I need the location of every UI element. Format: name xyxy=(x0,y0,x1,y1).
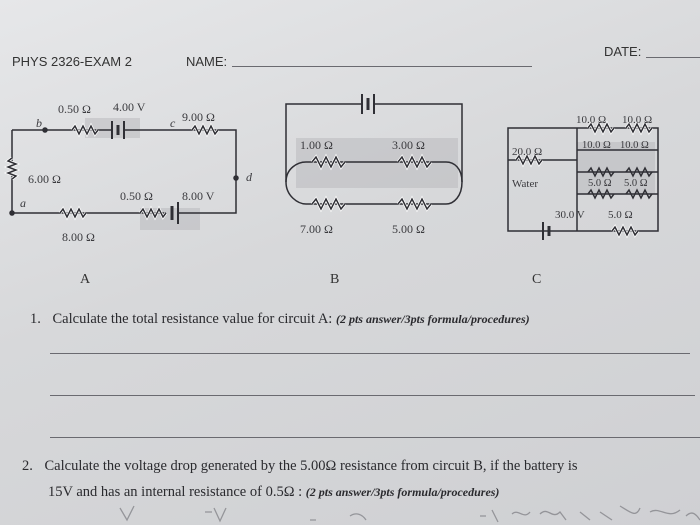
circuitA-node-b: b xyxy=(36,116,42,130)
circuitC-r-left-label: 20.0 Ω xyxy=(512,146,543,158)
circuitB-r4-label: 5.00 Ω xyxy=(392,222,425,236)
circuitB-letter: B xyxy=(330,272,340,287)
circuitC-r-mid1-label: 10.0 Ω xyxy=(582,140,611,151)
answer-line-1 xyxy=(50,353,690,354)
circuitC-r-top1-label: 10.0 Ω xyxy=(576,114,607,126)
circuitB-wires xyxy=(285,94,463,213)
name-label: NAME: xyxy=(186,54,228,69)
date-line xyxy=(646,57,700,58)
course-title: PHYS 2326-EXAM 2 xyxy=(12,54,132,69)
circuitA-node-c: c xyxy=(170,116,176,130)
circuitA-r-top-right-label: 9.00 Ω xyxy=(182,110,215,124)
circuitA-r-bottom-left-label: 8.00 Ω xyxy=(62,230,95,244)
circuitC-r-mid2-label: 10.0 Ω xyxy=(620,140,649,151)
circuitC-r-bottom-label: 5.0 Ω xyxy=(608,209,633,221)
answer-line-2 xyxy=(50,395,695,396)
circuitA-wires xyxy=(3,122,237,221)
circuitA-r-top-left-label: 0.50 Ω xyxy=(58,102,91,116)
circuitC-letter: C xyxy=(532,272,542,287)
circuitC-r-low2-label: 5.0 Ω xyxy=(624,178,648,189)
circuitA-v-top-label: 4.00 V xyxy=(113,100,146,114)
circuitC-water-label: Water xyxy=(512,178,538,190)
answer-line-3 xyxy=(50,437,700,438)
circuitC-r-top2-label: 10.0 Ω xyxy=(622,114,653,126)
question-1-points: (2 pts answer/3pts formula/procedures) xyxy=(335,312,530,326)
date-label: DATE: xyxy=(604,44,642,59)
circuitB-r2-label: 3.00 Ω xyxy=(392,138,425,152)
question-1: 1. Calculate the total resistance value … xyxy=(30,311,530,328)
circuitB-r1-label: 1.00 Ω xyxy=(300,138,333,152)
circuitC-r-low1-label: 5.0 Ω xyxy=(588,178,612,189)
question-2-text-line-2: 15V and has an internal resistance of 0.… xyxy=(48,484,303,500)
circuitA-letter: A xyxy=(80,272,91,287)
circuitB-r3-label: 7.00 Ω xyxy=(300,222,333,236)
circuitC-wires xyxy=(507,120,659,240)
question-2-line-1: 2. Calculate the voltage drop generated … xyxy=(22,458,578,475)
question-1-text: Calculate the total resistance value for… xyxy=(52,311,333,327)
circuitA-v-bottom-label: 8.00 V xyxy=(182,189,215,203)
question-2-number: 2. xyxy=(22,458,33,474)
circuitA-node-d: d xyxy=(246,170,252,184)
question-2-text-line-1: Calculate the voltage drop generated by … xyxy=(44,458,578,474)
circuitA-r-bottom-mid-label: 0.50 Ω xyxy=(120,189,153,203)
circuitA-r-left-label: 6.00 Ω xyxy=(28,172,61,186)
name-line xyxy=(232,66,532,67)
question-1-number: 1. xyxy=(30,311,41,327)
question-2-line-2: 15V and has an internal resistance of 0.… xyxy=(48,484,499,501)
circuitC-v-label: 30.0 V xyxy=(555,209,585,221)
question-2-points: (2 pts answer/3pts formula/procedures) xyxy=(305,485,500,499)
circuitA-node-a: a xyxy=(20,196,26,210)
